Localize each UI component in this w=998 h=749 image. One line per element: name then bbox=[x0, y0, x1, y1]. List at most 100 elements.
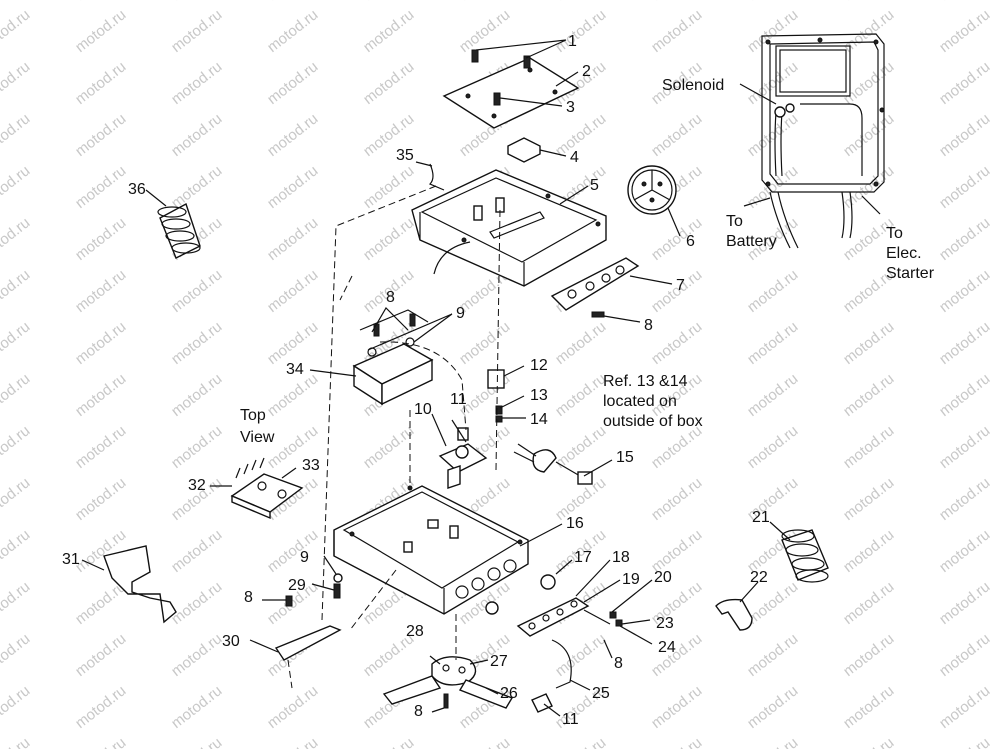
watermark-text: motod.ru bbox=[744, 682, 801, 732]
label-to-battery-1: To bbox=[726, 213, 743, 230]
watermark-text: motod.ru bbox=[0, 318, 33, 368]
watermark-text: motod.ru bbox=[264, 734, 321, 749]
watermark-text: motod.ru bbox=[840, 58, 897, 108]
watermark-text: motod.ru bbox=[264, 682, 321, 732]
watermark-text: motod.ru bbox=[456, 318, 513, 368]
label-to-starter-1: To bbox=[886, 225, 903, 242]
leader-lines bbox=[81, 39, 791, 717]
watermark-text: motod.ru bbox=[840, 526, 897, 576]
watermark-text: motod.ru bbox=[552, 318, 609, 368]
watermark-text: motod.ru bbox=[72, 58, 129, 108]
watermark-text: motod.ru bbox=[360, 422, 417, 472]
watermark-text: motod.ru bbox=[936, 266, 993, 316]
callout-17: 17 bbox=[574, 549, 592, 566]
ground-wire bbox=[428, 163, 445, 191]
watermark-text: motod.ru bbox=[936, 162, 993, 212]
stud-20 bbox=[583, 609, 611, 625]
label-top-view-1: Top bbox=[240, 407, 266, 424]
watermark-text: motod.ru bbox=[552, 0, 609, 4]
callout-11b: 11 bbox=[562, 711, 579, 728]
boot-27 bbox=[382, 656, 514, 709]
watermark-text: motod.ru bbox=[264, 162, 321, 212]
watermark-text: motod.ru bbox=[936, 526, 993, 576]
watermark-text: motod.ru bbox=[360, 6, 417, 56]
callout-4: 4 bbox=[570, 149, 579, 166]
watermark-text: motod.ru bbox=[552, 630, 609, 680]
watermark-text: motod.ru bbox=[552, 370, 609, 420]
nut-13 bbox=[495, 405, 503, 415]
watermark-text: motod.ru bbox=[0, 266, 33, 316]
callout-36: 36 bbox=[128, 181, 146, 198]
watermark-text: motod.ru bbox=[744, 370, 801, 420]
rubber-boot-36 bbox=[157, 202, 201, 259]
upper-box bbox=[411, 169, 607, 287]
watermark-text: motod.ru bbox=[264, 266, 321, 316]
grommet-18 bbox=[485, 601, 499, 615]
watermark-text: motod.ru bbox=[840, 422, 897, 472]
solenoid-inset bbox=[739, 33, 885, 249]
watermark-text: motod.ru bbox=[936, 370, 993, 420]
label-solenoid: Solenoid bbox=[662, 77, 724, 94]
screw-8-left bbox=[285, 595, 293, 607]
callout-9b: 9 bbox=[300, 549, 309, 566]
watermark-text: motod.ru bbox=[936, 0, 993, 4]
watermark-text: motod.ru bbox=[936, 422, 993, 472]
watermark-text: motod.ru bbox=[936, 214, 993, 264]
callouts: 1 2 3 4 5 6 7 8 8 9 10 11 12 13 14 15 16… bbox=[62, 33, 770, 728]
callout-26: 26 bbox=[500, 685, 518, 702]
watermark-text: motod.ru bbox=[0, 58, 33, 108]
callout-9a: 9 bbox=[456, 305, 465, 322]
watermark-text: motod.ru bbox=[72, 370, 129, 420]
watermark-text: motod.ru bbox=[0, 162, 33, 212]
watermark-text: motod.ru bbox=[168, 0, 225, 4]
watermark-text: motod.ru bbox=[360, 0, 417, 4]
watermark-text: motod.ru bbox=[840, 370, 897, 420]
watermark-text: motod.ru bbox=[72, 0, 129, 4]
watermark-text: motod.ru bbox=[72, 474, 129, 524]
watermark-text: motod.ru bbox=[0, 578, 33, 628]
watermark-text: motod.ru bbox=[744, 266, 801, 316]
watermark-text: motod.ru bbox=[648, 110, 705, 160]
watermark-text: motod.ru bbox=[936, 682, 993, 732]
cap-11 bbox=[531, 693, 553, 713]
watermark-text: motod.ru bbox=[936, 474, 993, 524]
terminal-plate bbox=[516, 597, 590, 637]
watermark-text: motod.ru bbox=[0, 474, 33, 524]
callout-2: 2 bbox=[582, 63, 591, 80]
label-to-starter-3: Starter bbox=[886, 265, 935, 282]
watermark-text: motod.ru bbox=[72, 266, 129, 316]
callout-20: 20 bbox=[654, 569, 672, 586]
callout-33: 33 bbox=[302, 457, 320, 474]
watermark-text: motod.ru bbox=[72, 630, 129, 680]
watermark-text: motod.ru bbox=[72, 682, 129, 732]
watermark-text: motod.ru bbox=[264, 58, 321, 108]
round-cover bbox=[627, 165, 677, 215]
grommet-17 bbox=[540, 574, 556, 590]
watermark-text: motod.ru bbox=[360, 58, 417, 108]
label-ref-note-2: located on bbox=[603, 393, 677, 410]
nut-23 bbox=[609, 611, 617, 619]
watermark-text: motod.ru bbox=[552, 6, 609, 56]
watermark-text: motod.ru bbox=[168, 630, 225, 680]
callout-19: 19 bbox=[622, 571, 640, 588]
watermark-text: motod.ru bbox=[72, 214, 129, 264]
watermark-text: motod.ru bbox=[168, 422, 225, 472]
callout-21: 21 bbox=[752, 509, 770, 526]
callout-30: 30 bbox=[222, 633, 240, 650]
watermark-text: motod.ru bbox=[0, 422, 33, 472]
watermark-text: motod.ru bbox=[648, 630, 705, 680]
callout-3: 3 bbox=[566, 99, 575, 116]
watermark-text: motod.ru bbox=[648, 318, 705, 368]
callout-1: 1 bbox=[568, 33, 577, 50]
cover-plate bbox=[442, 49, 580, 129]
callout-35: 35 bbox=[396, 147, 414, 164]
callout-8a: 8 bbox=[644, 317, 653, 334]
watermark-text: motod.ru bbox=[72, 422, 129, 472]
elbow-22 bbox=[715, 598, 753, 631]
screw-8a bbox=[591, 311, 605, 318]
screw-8-lower bbox=[443, 693, 449, 709]
watermark-text: motod.ru bbox=[264, 6, 321, 56]
watermark-text: motod.ru bbox=[552, 110, 609, 160]
label-to-battery-2: Battery bbox=[726, 233, 777, 250]
